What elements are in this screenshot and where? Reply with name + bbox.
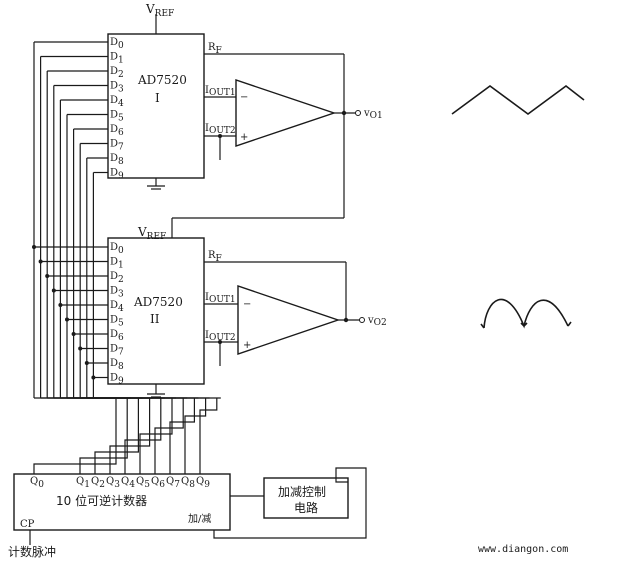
control-box bbox=[263, 477, 349, 519]
counter-output-q0: Q0 bbox=[30, 476, 44, 490]
dac2-pin-d0: D0 bbox=[110, 242, 124, 256]
dac1-pin-d0: D0 bbox=[110, 37, 124, 51]
dac1-iout2: IOUT2 bbox=[205, 123, 236, 136]
dac2-pin-d3: D3 bbox=[110, 286, 124, 300]
control-circuit: 加减控制 电路 bbox=[213, 467, 367, 539]
counter-output-q6: Q6 bbox=[151, 476, 165, 490]
dac2-pin-d7: D7 bbox=[110, 344, 124, 358]
dac2-pin-d6: D6 bbox=[110, 329, 124, 343]
counter-output-q2: Q2 bbox=[91, 476, 105, 490]
opamp2-triangle bbox=[237, 285, 341, 355]
input-pulse-label: 计数脉冲 bbox=[8, 544, 56, 559]
dac2-iout1: IOUT1 bbox=[205, 292, 236, 305]
opamp2-plus: + bbox=[243, 340, 251, 351]
opamp2-minus: − bbox=[243, 299, 251, 310]
counter-output-q8: Q8 bbox=[181, 476, 195, 490]
opamp1-triangle bbox=[235, 79, 337, 147]
dac1-pin-d6: D6 bbox=[110, 124, 124, 138]
dac1-iout1: IOUT1 bbox=[205, 85, 236, 98]
dac2-group: AD7520 II VREF RF IOUT1 IOUT2 D0D1D2D3D4… bbox=[107, 225, 236, 398]
vo2-label: vO2 bbox=[367, 315, 387, 328]
dac1-pin-d2: D2 bbox=[110, 66, 124, 80]
dac1-pin-d3: D3 bbox=[110, 81, 124, 95]
control-line2: 电路 bbox=[294, 500, 318, 515]
dac2-name: AD7520 bbox=[133, 295, 183, 309]
dac2-pin-d5: D5 bbox=[110, 315, 124, 329]
dac1-rf: RF bbox=[208, 42, 222, 56]
dac1-group: AD7520 I VREF RF IOUT1 IOUT2 D0D1D2D3D4D… bbox=[107, 2, 236, 190]
dac1-pin-d5: D5 bbox=[110, 110, 124, 124]
dac2-pin-d8: D8 bbox=[110, 358, 124, 372]
counter-output-q1: Q1 bbox=[76, 476, 90, 490]
dac1-pin-d7: D7 bbox=[110, 139, 124, 153]
dac2-rf: RF bbox=[208, 250, 222, 264]
counter-box bbox=[13, 473, 231, 531]
dac1-numeral: I bbox=[155, 91, 160, 105]
dac1-pin-d4: D4 bbox=[110, 95, 124, 109]
dac2-pin-d1: D1 bbox=[110, 257, 124, 271]
control-line1: 加减控制 bbox=[278, 485, 326, 499]
dac2-box bbox=[107, 237, 205, 385]
dac1-box bbox=[107, 33, 205, 179]
counter-label: 10 位可逆计数器 bbox=[56, 493, 147, 508]
counter-output-q3: Q3 bbox=[106, 476, 120, 490]
counter-output-q9: Q9 bbox=[196, 476, 210, 490]
dac2-pin-d9: D9 bbox=[110, 373, 124, 387]
counter-output-q7: Q7 bbox=[166, 476, 180, 490]
opamp1-plus: + bbox=[240, 132, 248, 143]
dac1-pin-d8: D8 bbox=[110, 153, 124, 167]
dac1-pin-d1: D1 bbox=[110, 52, 124, 66]
counter-output-q5: Q5 bbox=[136, 476, 150, 490]
dac2-pin-d2: D2 bbox=[110, 271, 124, 285]
counter-output-q4: Q4 bbox=[121, 476, 135, 490]
dac2-vref: VREF bbox=[137, 225, 166, 242]
vo1-label: vO1 bbox=[363, 108, 383, 121]
counter-updown: 加/减 bbox=[188, 513, 211, 525]
opamp1-minus: − bbox=[240, 92, 248, 103]
dac1-pin-d9: D9 bbox=[110, 168, 124, 182]
dac1-vref: VREF bbox=[145, 2, 174, 19]
watermark: www.diangon.com bbox=[478, 544, 568, 555]
data-bus-wires bbox=[32, 41, 221, 474]
opamp1: − + vO1 bbox=[171, 53, 383, 238]
dac2-numeral: II bbox=[150, 312, 160, 326]
counter-cp: CP bbox=[20, 519, 35, 530]
opamp2: − + vO2 bbox=[204, 261, 387, 366]
dac2-iout2: IOUT2 bbox=[205, 330, 236, 343]
dac1-name: AD7520 bbox=[137, 73, 187, 87]
dac2-pin-d4: D4 bbox=[110, 300, 124, 314]
rectified-sine-wave bbox=[480, 298, 572, 329]
triangle-wave bbox=[451, 84, 585, 115]
